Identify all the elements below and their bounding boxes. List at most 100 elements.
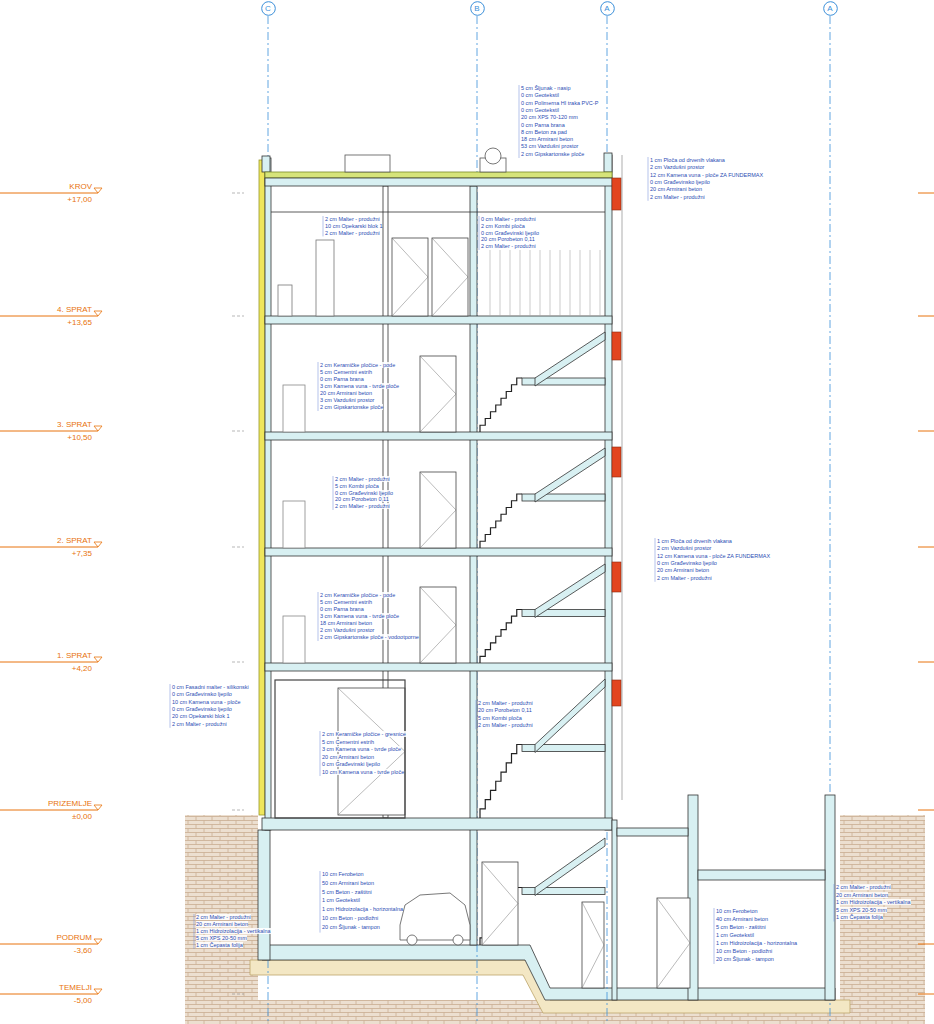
parapet — [604, 153, 612, 172]
layer-note: 1 cm Ploča od drvenih vlakana — [650, 157, 725, 163]
door-swing — [657, 943, 690, 988]
stair-cut — [535, 448, 605, 502]
grid-bubble: C — [261, 1, 276, 16]
stair-landing — [522, 610, 605, 617]
stair-flight — [480, 494, 522, 548]
stair-cut — [535, 679, 605, 753]
door — [392, 238, 428, 316]
layer-note: 0 cm Građevinsko ljepilo — [650, 179, 710, 185]
layer-note: 0 cm Fasadni malter - silikonski — [172, 684, 249, 690]
layer-note: 20 cm Armirani beton — [322, 754, 374, 760]
layer-note: 0 cm Parna brana — [320, 606, 364, 612]
level-line — [0, 662, 98, 663]
level-tick — [918, 547, 934, 548]
layer-note: 2 cm Vazdušni prostor — [657, 545, 711, 551]
layer-note: 10 cm Opekarski blok 1 — [325, 223, 382, 229]
layer-note: 2 cm Malter - produžni — [335, 503, 390, 509]
layer-note: 2 cm Malter - produžni — [196, 914, 251, 920]
level-tick — [918, 994, 934, 995]
basement-wall — [612, 820, 617, 1000]
door — [582, 902, 604, 988]
level-name: 3. SPRAT — [57, 420, 92, 429]
layer-note: 1 cm Geotekstil — [716, 932, 754, 938]
level-line — [0, 431, 98, 432]
layer-note: 1 cm Ploča od drvenih vlakana — [657, 538, 732, 544]
level-tick — [918, 944, 934, 945]
parapet — [262, 156, 270, 172]
layer-note: 10 cm Ferobeton — [322, 871, 364, 877]
layer-note: 20 cm XPS 70-120 mm — [521, 114, 578, 120]
level-elevation: +4,20 — [72, 664, 92, 673]
leader-line — [320, 871, 321, 933]
layer-note: 1 cm Čepasta folija — [196, 942, 243, 948]
door-swing — [420, 587, 456, 625]
level-elevation: -3,60 — [74, 946, 92, 955]
door-swing — [482, 862, 518, 904]
outer-wall — [265, 158, 271, 830]
level-tick — [232, 193, 244, 194]
layer-note: 3 cm Kamena vuna - tvrde ploče — [320, 613, 399, 619]
handrail — [520, 250, 521, 316]
stair-flight — [480, 610, 522, 664]
layer-note: 5 cm Kombi ploča — [478, 715, 522, 721]
layer-note: 53 cm Vazdušni prostor — [521, 143, 578, 149]
layer-note: 20 cm Armirani beton — [650, 186, 702, 192]
door-swing — [420, 472, 456, 510]
bubble-circle — [261, 1, 275, 15]
layer-note: 2 cm Malter - produžni — [650, 194, 705, 200]
layer-note: 5 cm Cementni estrih — [320, 369, 372, 375]
layer-note: 0 cm Građevinsko ljepilo — [172, 691, 232, 697]
layer-note: 40 cm Armirani beton — [716, 916, 768, 922]
facade-panel — [612, 178, 621, 210]
layer-note: 2 cm Malter - produžni — [478, 700, 533, 706]
roof-dome — [485, 148, 501, 164]
handrail — [510, 250, 511, 316]
level-tick — [918, 810, 934, 811]
slab — [617, 828, 688, 836]
door-swing — [420, 510, 456, 548]
layer-note: 5 cm Cementni estrih — [320, 599, 372, 605]
level-line — [0, 810, 98, 811]
level-name: 4. SPRAT — [57, 305, 92, 314]
facade-panel — [612, 562, 621, 592]
furniture — [283, 385, 305, 432]
leader-line — [714, 908, 715, 964]
level-elevation: +17,00 — [67, 195, 92, 204]
level-name: 1. SPRAT — [57, 651, 92, 660]
handrail — [570, 250, 571, 316]
leader-line — [519, 85, 520, 158]
stair-flight — [480, 745, 522, 819]
grid-bubble: A — [600, 1, 615, 16]
layer-note: 20 cm Armirani beton — [836, 892, 888, 898]
foundation-slab — [262, 945, 835, 1000]
level-marker — [94, 805, 102, 810]
leader-line — [194, 914, 195, 949]
layer-note: 20 cm Armirani beton — [196, 921, 248, 927]
layer-note: 2 cm Malter - produžni — [325, 216, 380, 222]
door — [482, 862, 518, 945]
level-marker — [94, 657, 102, 662]
leader-line — [318, 592, 319, 641]
level-marker — [94, 989, 102, 994]
door-swing — [582, 945, 604, 988]
door — [420, 472, 456, 548]
suspended-ceiling — [271, 212, 605, 213]
level-tick — [232, 810, 244, 811]
layer-note: 2 cm Vazdušni prostor — [650, 164, 704, 170]
layer-note: 3 cm Kamena vuna - tvrde ploče — [320, 383, 399, 389]
level-name: KROV — [69, 182, 92, 191]
leader-line — [333, 476, 334, 510]
layer-note: 2 cm Gipskartonske ploče — [521, 151, 584, 157]
handrail — [490, 250, 491, 316]
level-name: 2. SPRAT — [57, 536, 92, 545]
furniture — [283, 501, 305, 548]
leader-line — [476, 700, 477, 729]
layer-note: 18 cm Armirani beton — [521, 136, 573, 142]
leader-line — [323, 216, 324, 236]
level-marker — [94, 542, 102, 547]
facade-panel — [612, 332, 621, 360]
retaining-wall — [825, 795, 835, 1000]
layer-note: 2 cm Keramičke pločice - gresnice — [322, 731, 406, 737]
door-swing — [392, 238, 428, 277]
